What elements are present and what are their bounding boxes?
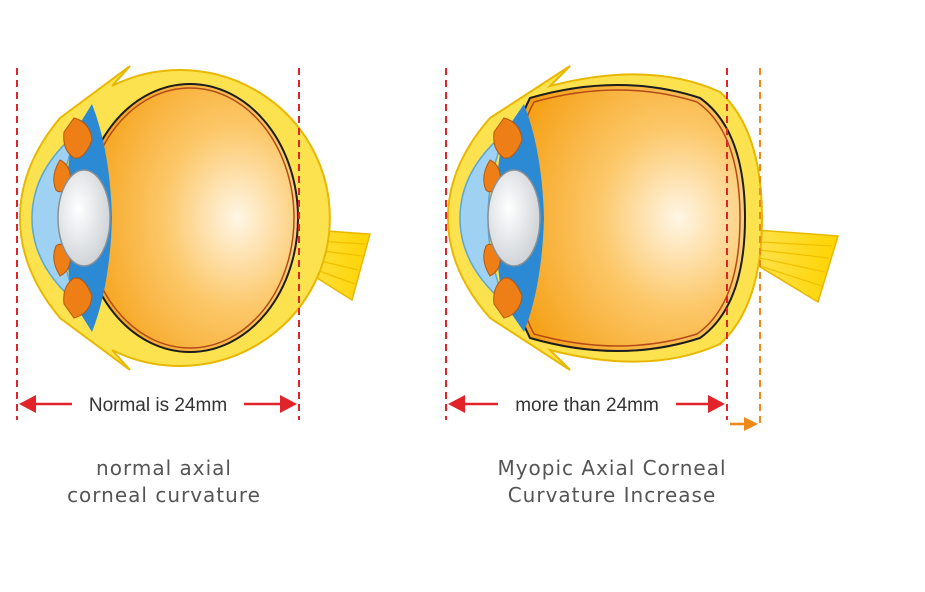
myopic-measure-label: more than 24mm	[515, 395, 659, 416]
normal-measure-arrow: Normal is 24mm	[19, 395, 297, 416]
elongation-arrow	[730, 417, 758, 431]
myopic-eye	[446, 65, 839, 371]
normal-caption-line1: normal axial	[96, 456, 232, 480]
lens	[57, 169, 111, 267]
normal-eye-caption: normal axial corneal curvature	[40, 455, 288, 509]
lens	[487, 169, 541, 267]
normal-eye	[18, 65, 371, 371]
normal-caption-line2: corneal curvature	[67, 483, 261, 507]
normal-measure-label: Normal is 24mm	[89, 395, 227, 416]
myopic-caption-line1: Myopic Axial Corneal	[497, 456, 727, 480]
myopic-measure-arrow: more than 24mm	[448, 395, 725, 416]
myopic-caption-line2: Curvature Increase	[507, 483, 717, 507]
myopic-eye-caption: Myopic Axial Corneal Curvature Increase	[462, 455, 762, 509]
vitreous-body	[81, 83, 299, 353]
